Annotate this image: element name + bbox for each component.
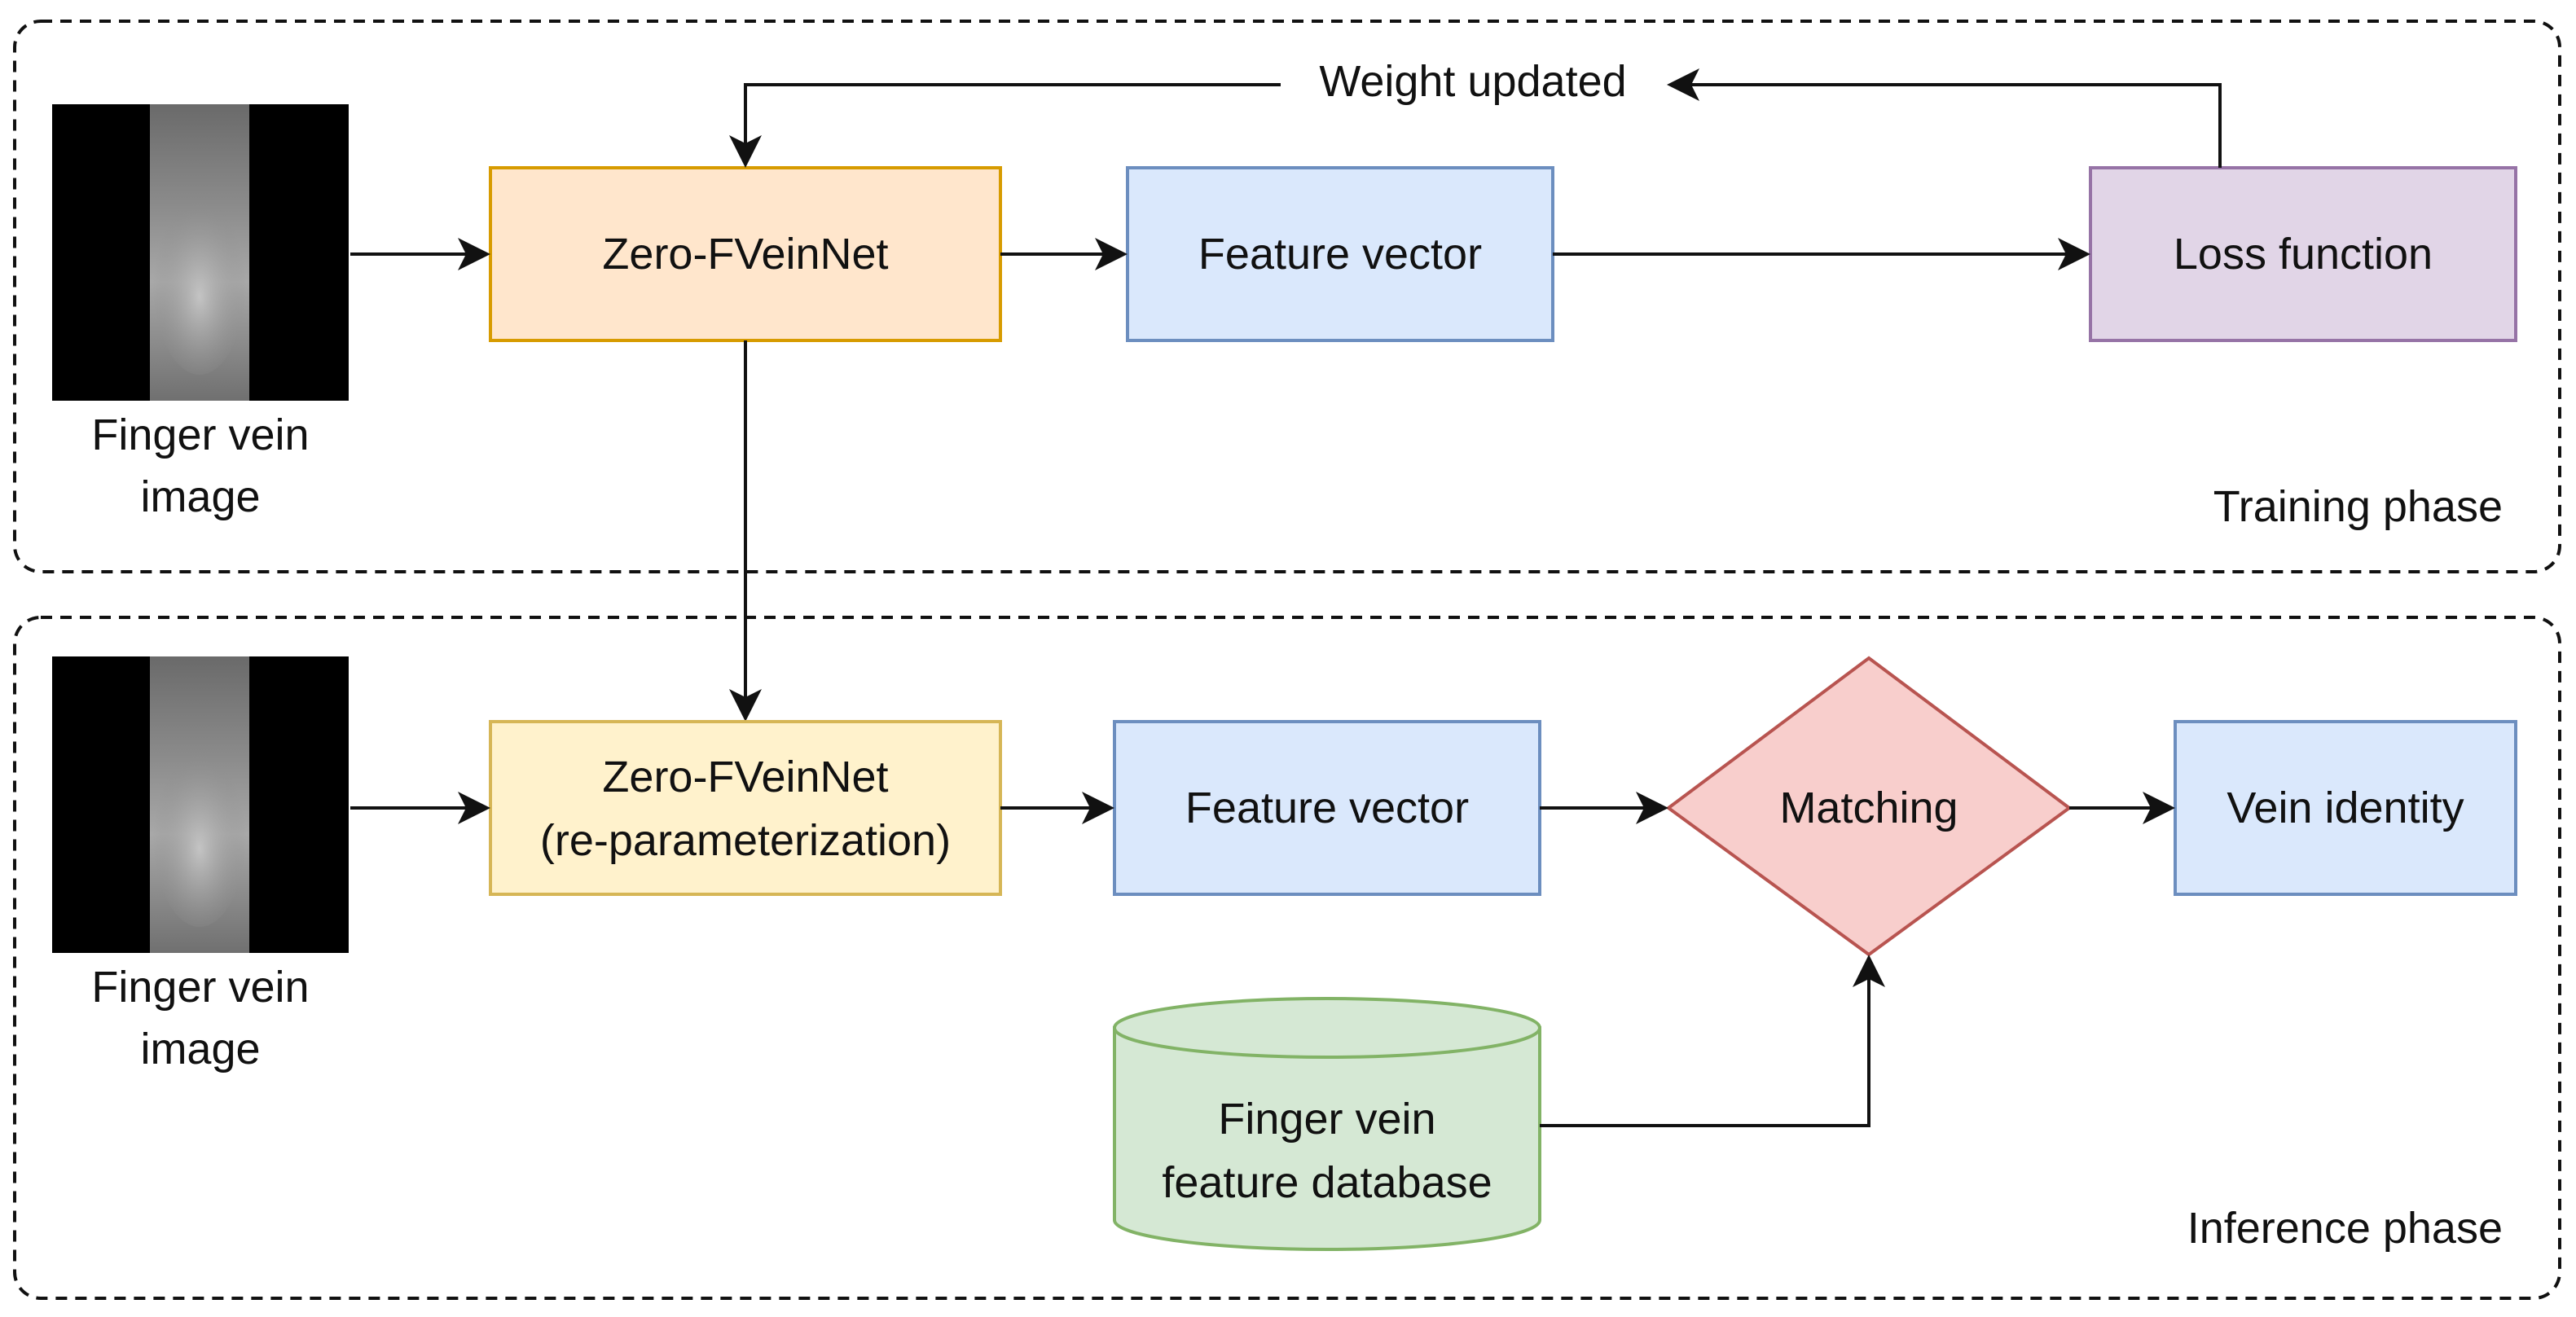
database-label-line2: feature database	[1162, 1158, 1492, 1207]
inference-image-caption-line2: image	[140, 1025, 260, 1073]
weight-updated-label: Weight updated	[1319, 57, 1626, 106]
loss-function-box	[2089, 166, 2517, 342]
training-image-caption-line1: Finger vein	[91, 410, 309, 459]
zero-fveinnet-reparam-label-line2: (re-parameterization)	[540, 816, 951, 865]
training-feature-vector-box	[1126, 166, 1554, 342]
inference-image-caption-line1: Finger vein	[91, 963, 309, 1012]
arrow-loss-to-weight-label	[1667, 68, 2222, 168]
vein-identity-label: Vein identity	[2227, 784, 2464, 832]
training-phase-label: Training phase	[2213, 482, 2503, 531]
matching-label: Matching	[1779, 784, 1958, 832]
arrow-weight-label-to-network	[729, 83, 1281, 168]
arrow-database-to-matching	[1540, 955, 1885, 1127]
inference-finger-vein-image	[52, 656, 349, 953]
inference-feature-vector-label: Feature vector	[1185, 784, 1469, 832]
feature-database-cylinder	[1113, 997, 1541, 1251]
training-phase-container	[13, 20, 2561, 573]
loss-function-label: Loss function	[2174, 230, 2433, 279]
zero-fveinnet-reparam-box	[489, 720, 1002, 896]
vein-identity-box	[2174, 720, 2517, 896]
training-feature-vector-label: Feature vector	[1198, 230, 1482, 279]
inference-phase-container	[13, 616, 2561, 1300]
training-finger-vein-image	[52, 104, 349, 401]
zero-fveinnet-label: Zero-FVeinNet	[602, 230, 888, 279]
zero-fveinnet-reparam-label-line1: Zero-FVeinNet	[602, 753, 888, 801]
database-label-line1: Finger vein	[1218, 1095, 1435, 1144]
training-image-caption-line2: image	[140, 472, 260, 521]
inference-phase-label: Inference phase	[2187, 1204, 2503, 1253]
